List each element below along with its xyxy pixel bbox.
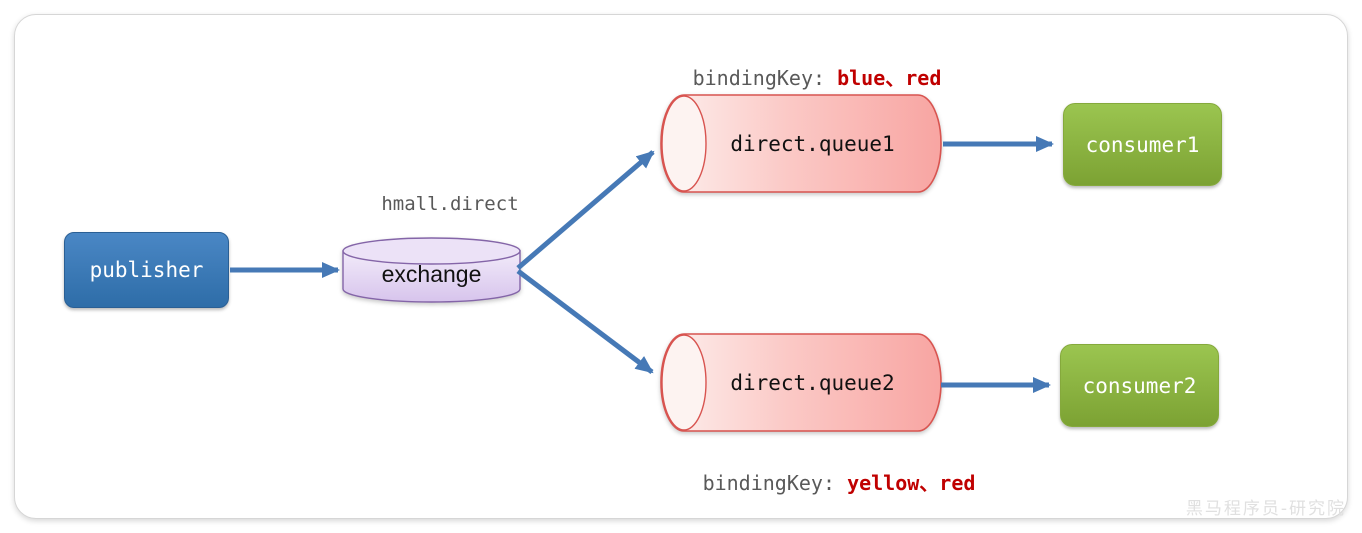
consumer1-label: consumer1 xyxy=(1085,132,1200,157)
binding-key-top-label: bindingKey: blue、red xyxy=(693,62,942,91)
watermark-text: 黑马程序员-研究院 xyxy=(1185,499,1346,519)
publisher-node: publisher xyxy=(64,232,229,308)
binding-key-top-values: blue、red xyxy=(837,66,942,90)
exchange-cylinder-shape xyxy=(342,237,521,303)
consumer2-node: consumer2 xyxy=(1060,344,1219,427)
queue1-label: direct.queue1 xyxy=(730,131,895,156)
consumer1-node: consumer1 xyxy=(1063,103,1222,186)
binding-key-top-prefix: bindingKey: xyxy=(692,66,838,90)
binding-key-bottom-prefix: bindingKey: xyxy=(702,471,848,495)
exchange-label: exchange xyxy=(381,261,482,287)
binding-key-bottom-values: yellow、red xyxy=(847,471,976,495)
publisher-label: publisher xyxy=(89,258,204,282)
queue1-cylinder-shape xyxy=(660,94,942,193)
queue2-cylinder-shape xyxy=(660,333,942,432)
exchange-node: exchange xyxy=(342,237,521,304)
queue2-node: direct.queue2 xyxy=(660,332,943,433)
queue1-node: direct.queue1 xyxy=(660,93,943,194)
queue2-label: direct.queue2 xyxy=(730,370,895,395)
binding-key-bottom-label: bindingKey: yellow、red xyxy=(703,467,976,496)
exchange-name-label: hmall.direct xyxy=(381,193,519,215)
consumer2-label: consumer2 xyxy=(1082,373,1197,398)
